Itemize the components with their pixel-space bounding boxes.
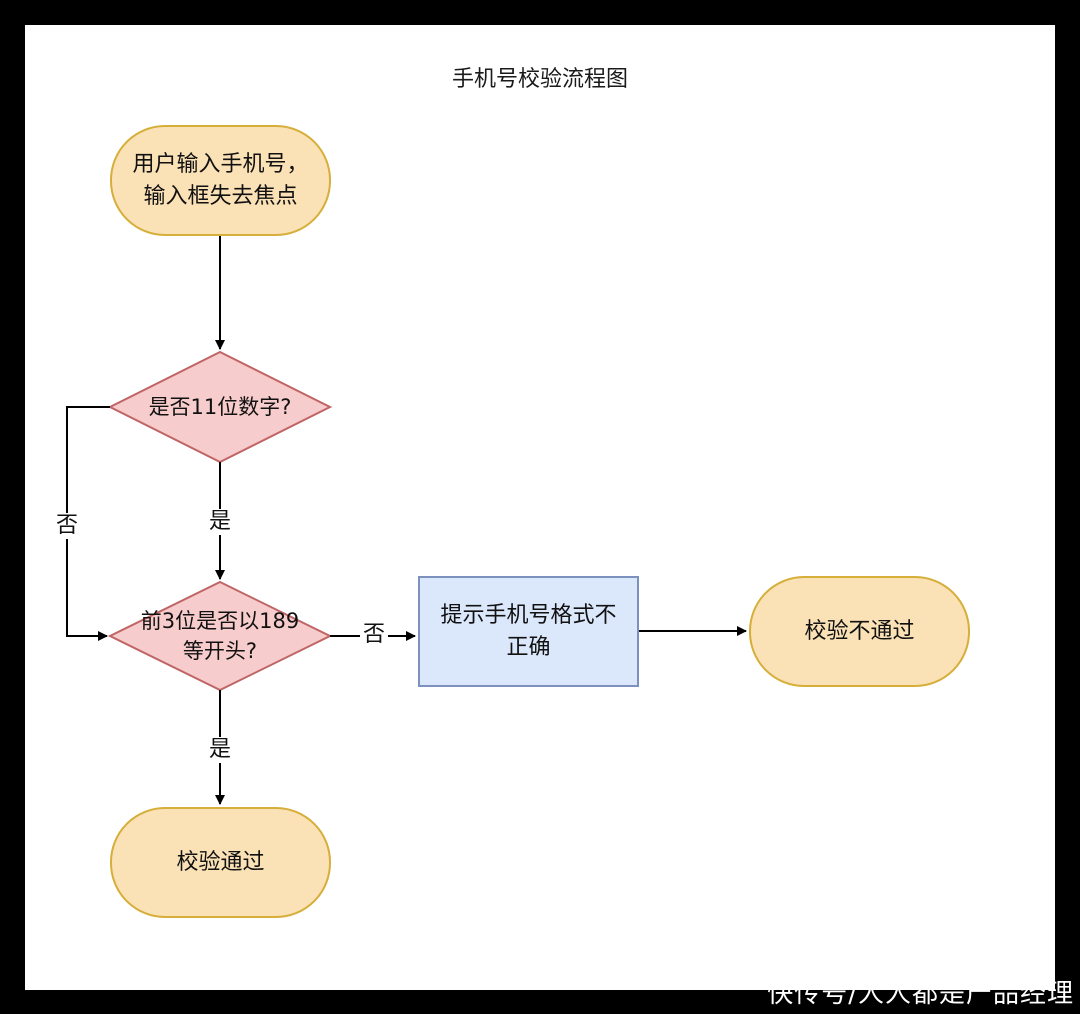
start-node-label: 用户输入手机号， 输入框失去焦点 — [132, 151, 309, 209]
decision-prefix-label: 前3位是否以189 等开头? — [105, 603, 335, 669]
edge-label-prefix-yes: 是 — [207, 737, 233, 763]
start-node: 用户输入手机号， 输入框失去焦点 — [110, 125, 331, 236]
decision-prefix-text: 前3位是否以189 等开头? — [140, 608, 300, 663]
pass-node-label: 校验通过 — [176, 849, 265, 875]
edge-label-prefix-no: 否 — [360, 621, 388, 649]
error-prompt-node: 提示手机号格式不 正确 — [418, 576, 639, 687]
edge-label-digits-yes: 是 — [207, 509, 233, 535]
pass-node: 校验通过 — [110, 807, 331, 918]
flowchart-canvas: 手机号校验流程图 用户输入手机号， 输入框失去焦点 是否11位数字? 前3位是否… — [25, 25, 1055, 990]
watermark: 快传号/人人都是产品经理 — [767, 979, 1074, 1009]
fail-node: 校验不通过 — [749, 576, 970, 687]
diagram-title: 手机号校验流程图 — [451, 67, 628, 92]
decision-digits-label: 是否11位数字? — [148, 394, 292, 419]
connectors — [66, 236, 747, 805]
fail-node-label: 校验不通过 — [804, 618, 915, 644]
edge-label-digits-no: 否 — [54, 513, 80, 539]
error-prompt-label: 提示手机号格式不 正确 — [440, 602, 617, 660]
